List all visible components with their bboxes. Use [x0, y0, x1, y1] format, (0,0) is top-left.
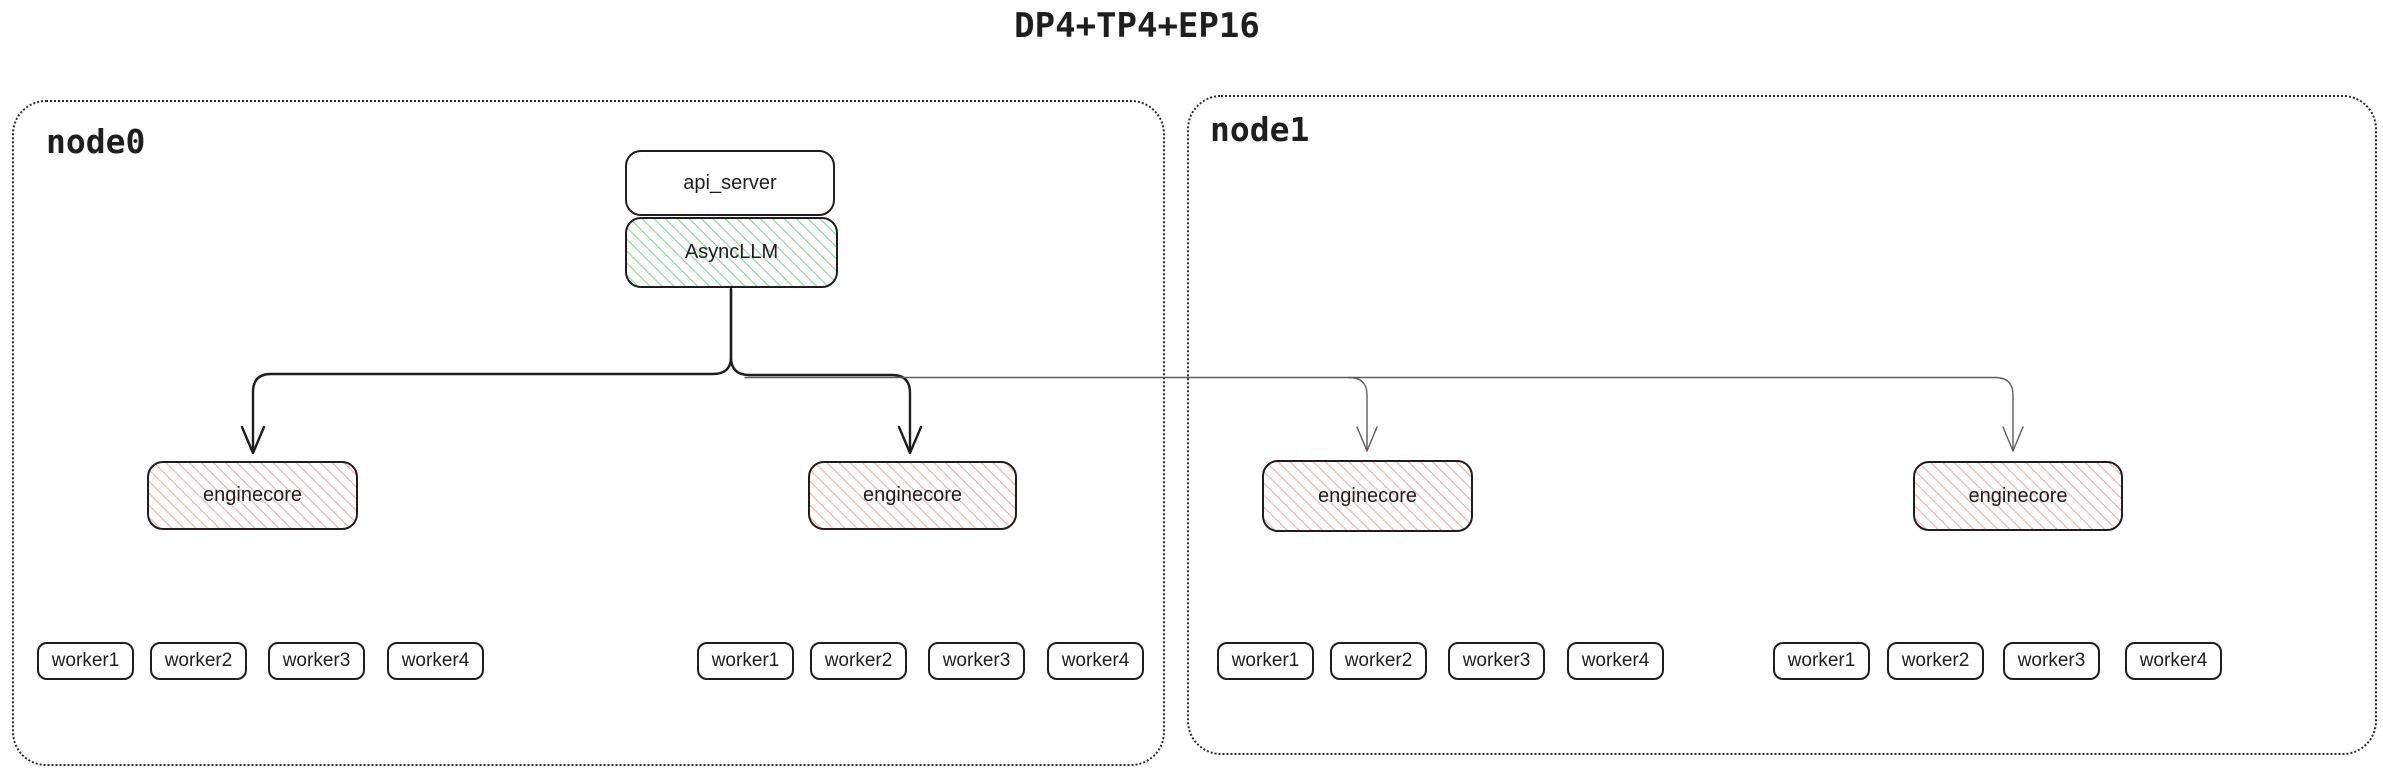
node0-group1-worker4: worker4	[387, 642, 484, 680]
diagram-title: DP4+TP4+EP16	[1014, 6, 1260, 46]
node0-enginecore1-box: enginecore	[147, 461, 358, 530]
node1-group2-worker3: worker3	[2003, 642, 2100, 680]
node0-label: node0	[46, 122, 146, 161]
node0-group2-worker1: worker1	[697, 642, 794, 680]
node1-group2-worker1: worker1	[1773, 642, 1870, 680]
node1-group1-worker3: worker3	[1448, 642, 1545, 680]
node0-group2-worker4: worker4	[1047, 642, 1144, 680]
node0-group1-worker1: worker1	[37, 642, 134, 680]
node1-group1-worker1: worker1	[1217, 642, 1314, 680]
node0-group1-worker3: worker3	[268, 642, 365, 680]
node1-group1-worker2: worker2	[1330, 642, 1427, 680]
node1-label: node1	[1210, 110, 1310, 149]
node1-enginecore2-box: enginecore	[1913, 461, 2123, 531]
node0-group1-worker2: worker2	[150, 642, 247, 680]
asyncllm-box: AsyncLLM	[625, 217, 838, 288]
node1-group1-worker4: worker4	[1567, 642, 1664, 680]
api-server-box: api_server	[625, 150, 835, 216]
node1-enginecore1-box: enginecore	[1262, 460, 1473, 532]
node0-enginecore2-box: enginecore	[808, 461, 1017, 530]
node0-group2-worker3: worker3	[928, 642, 1025, 680]
node1-group2-worker4: worker4	[2125, 642, 2222, 680]
node0-group2-worker2: worker2	[810, 642, 907, 680]
node1-group2-worker2: worker2	[1887, 642, 1984, 680]
